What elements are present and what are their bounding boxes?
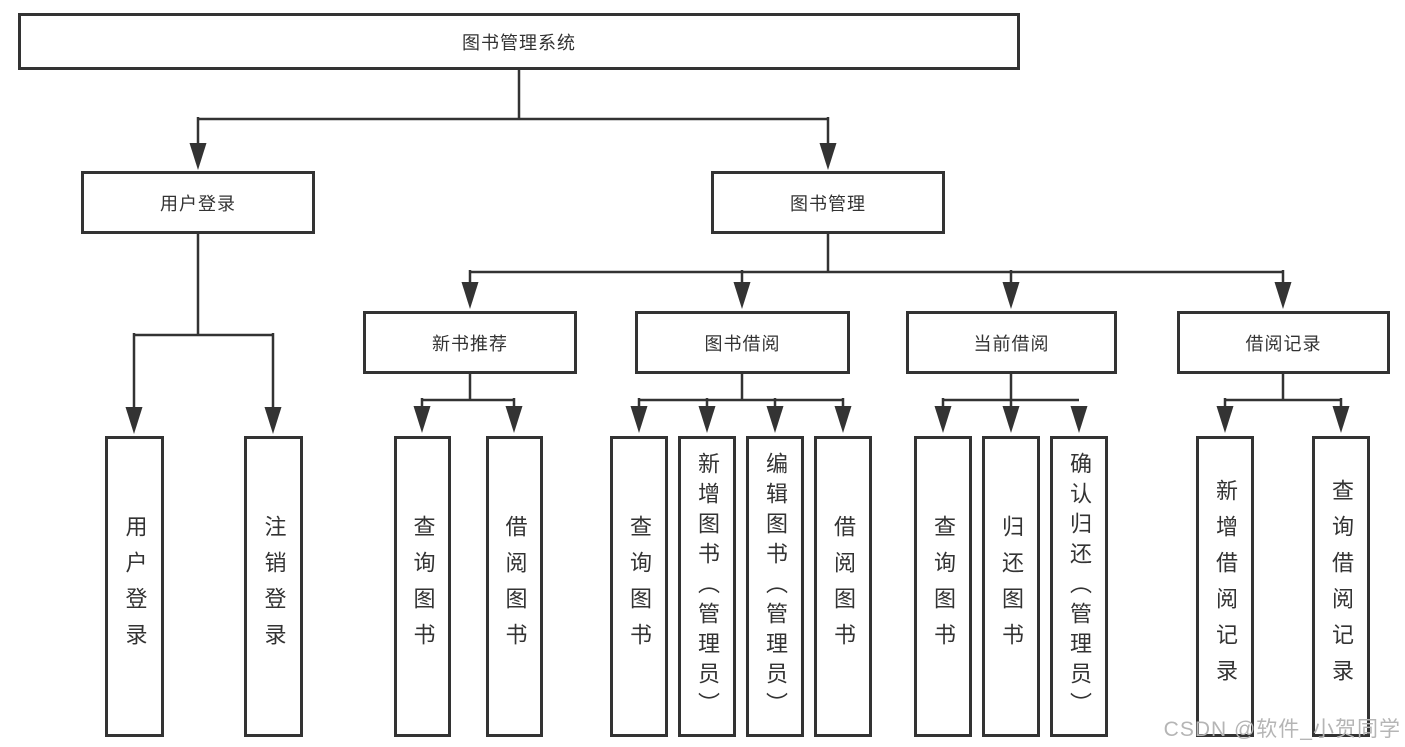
arrow-down-icon bbox=[834, 406, 852, 433]
connector-currentborrow-to-leaves bbox=[941, 374, 1079, 408]
node-label: 借阅记录 bbox=[1245, 333, 1322, 354]
leaf-confirm-return-admin: 确认归还（管理员） bbox=[1050, 436, 1108, 737]
connector-bookborrow-to-leaves bbox=[637, 374, 845, 408]
connector-userlogin-to-leaves bbox=[132, 234, 275, 409]
arrow-down-icon bbox=[1216, 406, 1234, 433]
arrow-down-icon bbox=[766, 406, 784, 433]
arrow-down-icon bbox=[461, 282, 479, 309]
arrow-down-icon bbox=[505, 406, 523, 433]
arrow-down-icon bbox=[698, 406, 716, 433]
arrow-down-icon bbox=[413, 406, 431, 433]
node-label: 当前借阅 bbox=[973, 333, 1050, 354]
connector-root-to-level2 bbox=[196, 70, 830, 145]
node-new-book-recommend: 新书推荐 bbox=[363, 311, 577, 374]
node-label: 用户登录 bbox=[122, 514, 148, 659]
leaf-logout: 注销登录 bbox=[244, 436, 303, 737]
arrow-down-icon bbox=[1002, 406, 1020, 433]
arrow-down-icon bbox=[1002, 282, 1020, 309]
leaf-add-book-admin: 新增图书（管理员） bbox=[678, 436, 736, 737]
node-borrow-records: 借阅记录 bbox=[1177, 311, 1390, 374]
arrow-down-icon bbox=[125, 407, 143, 434]
arrow-down-icon bbox=[1070, 406, 1088, 433]
node-label: 归还图书 bbox=[999, 514, 1024, 659]
node-library-system: 图书管理系统 bbox=[18, 13, 1020, 70]
node-label: 借阅图书 bbox=[502, 514, 528, 659]
node-label: 图书借阅 bbox=[704, 333, 781, 354]
leaf-user-login: 用户登录 bbox=[105, 436, 164, 737]
leaf-return-books: 归还图书 bbox=[982, 436, 1040, 737]
leaf-query-borrow-record: 查询借阅记录 bbox=[1312, 436, 1370, 737]
arrow-down-icon bbox=[1332, 406, 1350, 433]
node-label: 查询图书 bbox=[627, 514, 652, 659]
arrow-down-icon bbox=[819, 143, 837, 170]
arrow-down-icon bbox=[264, 407, 282, 434]
node-label: 新增图书（管理员） bbox=[695, 451, 720, 722]
node-book-management: 图书管理 bbox=[711, 171, 945, 234]
node-user-login: 用户登录 bbox=[81, 171, 315, 234]
node-label: 查询图书 bbox=[931, 514, 956, 659]
connector-newrec-to-leaves bbox=[420, 374, 516, 408]
leaf-borrow-books: 借阅图书 bbox=[814, 436, 872, 737]
node-label: 查询借阅记录 bbox=[1329, 478, 1354, 695]
node-label: 注销登录 bbox=[261, 514, 287, 659]
node-label: 新书推荐 bbox=[432, 333, 508, 354]
node-current-borrow: 当前借阅 bbox=[906, 311, 1117, 374]
leaf-add-borrow-record: 新增借阅记录 bbox=[1196, 436, 1254, 737]
leaf-edit-book-admin: 编辑图书（管理员） bbox=[746, 436, 804, 737]
leaf-query-books-borrow: 查询图书 bbox=[610, 436, 668, 737]
node-label: 借阅图书 bbox=[831, 514, 856, 659]
leaf-query-books-recommend: 查询图书 bbox=[394, 436, 451, 737]
connector-bookmgmt-to-level3 bbox=[468, 234, 1285, 284]
node-label: 图书管理 bbox=[790, 193, 866, 214]
csdn-watermark: CSDN @软件_小贺同学 bbox=[1163, 718, 1401, 741]
node-label: 用户登录 bbox=[160, 193, 236, 214]
arrow-down-icon bbox=[934, 406, 952, 433]
node-label: 确认归还（管理员） bbox=[1067, 451, 1092, 722]
connector-records-to-leaves bbox=[1223, 374, 1343, 408]
node-label: 编辑图书（管理员） bbox=[763, 451, 788, 722]
node-book-borrow: 图书借阅 bbox=[635, 311, 850, 374]
leaf-query-books-current: 查询图书 bbox=[914, 436, 972, 737]
arrow-down-icon bbox=[1274, 282, 1292, 309]
node-label: 图书管理系统 bbox=[462, 32, 576, 53]
arrow-down-icon bbox=[630, 406, 648, 433]
arrow-down-icon bbox=[733, 282, 751, 309]
arrow-down-icon bbox=[189, 143, 207, 170]
node-label: 新增借阅记录 bbox=[1213, 478, 1238, 695]
leaf-borrow-books-recommend: 借阅图书 bbox=[486, 436, 543, 737]
node-label: 查询图书 bbox=[410, 514, 436, 659]
